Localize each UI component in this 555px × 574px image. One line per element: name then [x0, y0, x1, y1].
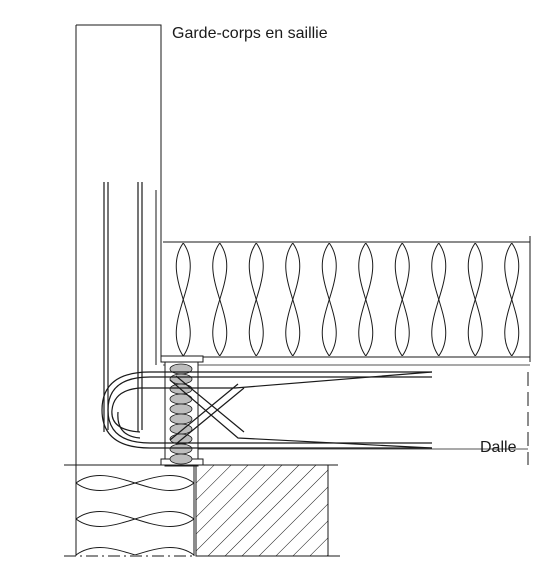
insulation-lobe — [541, 243, 555, 356]
insulation-lobe — [212, 243, 228, 356]
insulation-lobe — [431, 243, 447, 356]
insulation-lobe — [394, 243, 410, 356]
parapet-rebars — [103, 182, 143, 432]
insulation-lobe — [248, 243, 264, 356]
insulation-lobe — [76, 547, 194, 555]
insulation-lobe — [76, 547, 194, 555]
connector-rebars — [101, 371, 433, 449]
insulation-lobe — [175, 243, 191, 356]
connector-insulation-lobe — [169, 423, 193, 435]
insulation-lobe — [467, 243, 483, 356]
connector-insulation-lobe — [169, 443, 193, 455]
insulation-lobe — [504, 243, 520, 356]
insulation-lobe — [541, 243, 555, 356]
insulation-lobe — [321, 243, 337, 356]
insulation-lobe — [76, 475, 194, 491]
slab-label: Dalle — [480, 439, 517, 456]
connector-insulation-lobe — [169, 403, 193, 415]
insulation-lobe — [76, 511, 194, 527]
connector-insulation-lobe — [169, 413, 193, 425]
support-wall — [64, 464, 340, 557]
parapet-wall — [75, 24, 162, 465]
connector-insulation-lobe — [169, 453, 193, 465]
slab-outline — [163, 364, 530, 465]
roof-insulation-layer — [163, 236, 555, 362]
parapet-label: Garde-corps en saillie — [172, 25, 328, 42]
insulation-lobe — [285, 243, 301, 356]
insulation-lobe — [358, 243, 374, 356]
